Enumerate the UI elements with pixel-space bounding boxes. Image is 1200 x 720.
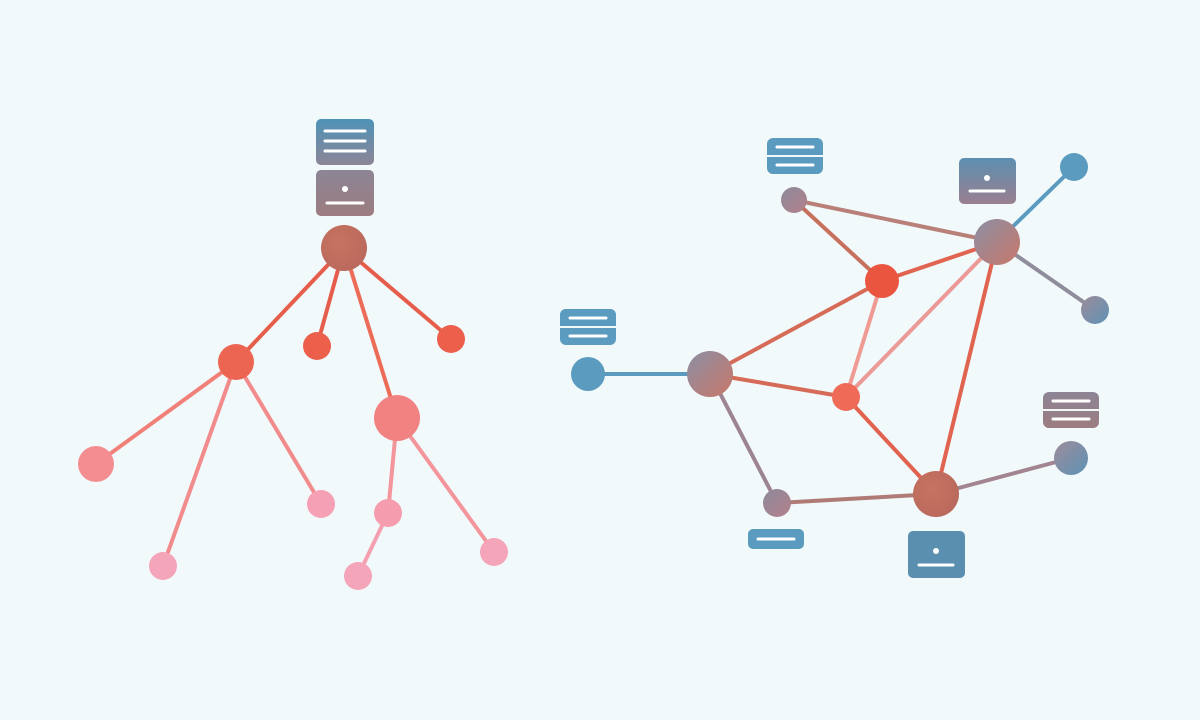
node[interactable] — [571, 357, 605, 391]
edge — [708, 372, 779, 505]
edge — [708, 279, 884, 376]
node[interactable] — [865, 264, 899, 298]
node[interactable] — [1054, 441, 1088, 475]
node[interactable] — [374, 395, 420, 441]
node[interactable] — [218, 344, 254, 380]
monitor-icon — [316, 170, 374, 216]
edge — [234, 246, 346, 364]
hub-node[interactable] — [687, 351, 733, 397]
list-icon — [1043, 392, 1099, 428]
node[interactable] — [781, 187, 807, 213]
node[interactable] — [763, 489, 791, 517]
edge — [934, 240, 999, 496]
tree-diagram — [78, 119, 508, 590]
edge — [844, 279, 884, 399]
monitor-icon — [908, 531, 965, 578]
hub-node[interactable] — [974, 219, 1020, 265]
node[interactable] — [374, 499, 402, 527]
monitor-icon — [959, 158, 1016, 204]
network-nodes — [571, 153, 1109, 517]
node[interactable] — [344, 562, 372, 590]
edge — [934, 456, 1073, 496]
node[interactable] — [1081, 296, 1109, 324]
list-icon — [316, 119, 374, 165]
edge — [234, 360, 323, 506]
network-edges — [586, 165, 1097, 505]
node[interactable] — [480, 538, 508, 566]
node[interactable] — [437, 325, 465, 353]
node[interactable] — [1060, 153, 1088, 181]
edge — [342, 246, 453, 341]
node[interactable] — [832, 383, 860, 411]
list-icon — [767, 138, 823, 174]
edge — [792, 198, 999, 244]
node[interactable] — [149, 552, 177, 580]
node[interactable] — [303, 332, 331, 360]
edge — [342, 246, 399, 420]
edge — [395, 416, 496, 554]
edge — [844, 240, 999, 399]
edge — [792, 198, 884, 283]
edge — [94, 360, 238, 466]
edge — [161, 360, 238, 568]
network-diagram — [560, 138, 1109, 578]
edge — [775, 492, 938, 505]
tree-nodes — [78, 225, 508, 590]
root-node[interactable] — [321, 225, 367, 271]
minus-icon — [748, 529, 804, 549]
node[interactable] — [307, 490, 335, 518]
list-icon — [560, 309, 616, 345]
tree-edges — [94, 246, 496, 578]
node[interactable] — [78, 446, 114, 482]
hub-node[interactable] — [913, 471, 959, 517]
